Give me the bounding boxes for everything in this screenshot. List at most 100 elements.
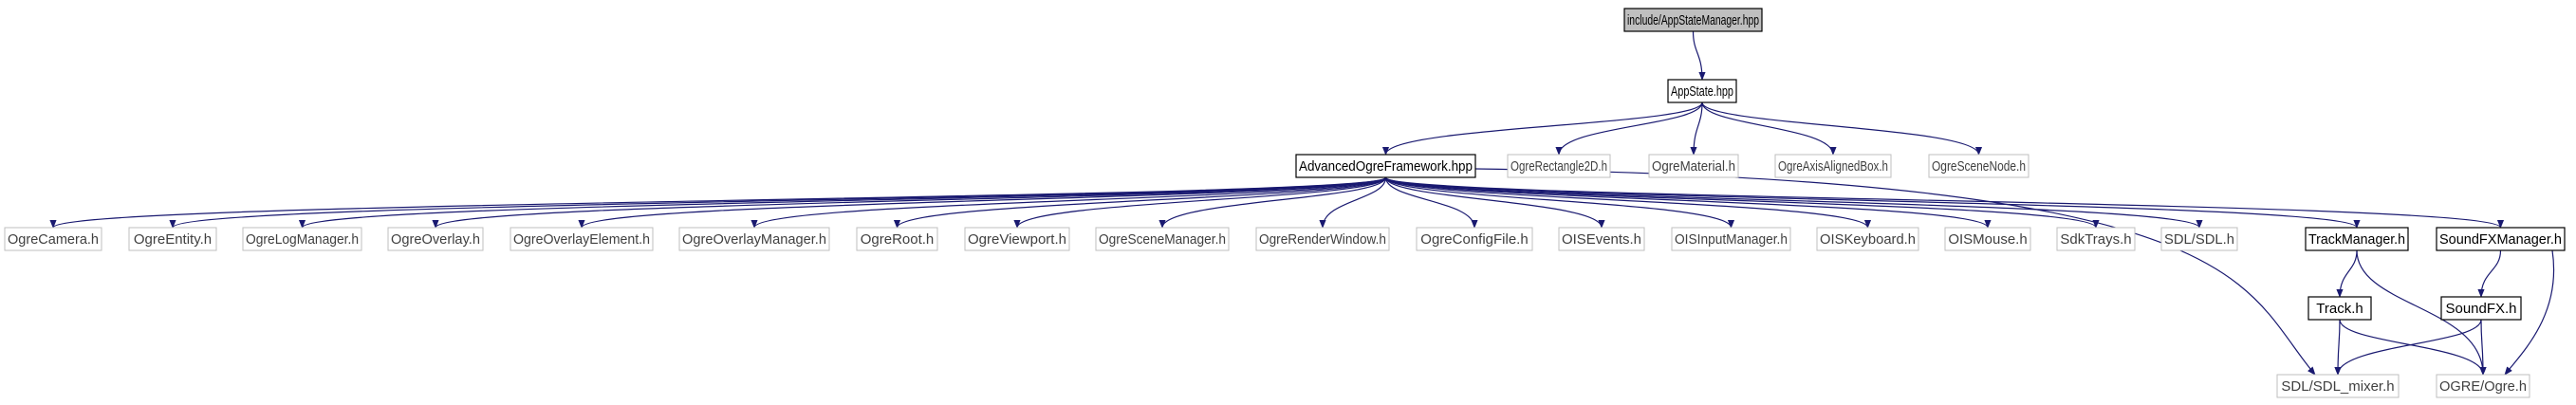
edge-appstate-to-ogreaxisalignedbox: [1701, 101, 1837, 156]
node-ogrescenenode: OgreSceneNode.h: [1928, 154, 2029, 178]
node-label: OgreLogManager.h: [246, 231, 359, 248]
node-oisevents: OISEvents.h: [1558, 227, 1645, 251]
node-soundfx[interactable]: SoundFX.h: [2440, 296, 2522, 321]
node-ogreaxisalignedbox: OgreAxisAlignedBox.h: [1774, 154, 1892, 178]
edge-framework-to-ogrescenemanager: [1158, 176, 1387, 229]
node-label: OgreRenderWindow.h: [1259, 231, 1386, 248]
node-label: OgreRectangle2D.h: [1510, 158, 1607, 175]
node-ogreentity: OgreEntity.h: [128, 227, 217, 251]
node-ogreoverlaymanager: OgreOverlayManager.h: [678, 227, 830, 251]
node-label: OgreOverlay.h: [391, 231, 480, 248]
node-label: OGRE/Ogre.h: [2439, 378, 2527, 395]
node-label: SDL/SDL_mixer.h: [2281, 378, 2394, 395]
node-box: [1623, 8, 1763, 32]
edge-framework-to-oismouse: [1384, 176, 1992, 229]
node-label: OgreConfigFile.h: [1420, 231, 1528, 248]
edge-appstatemanager-to-appstate: [1692, 30, 1706, 81]
edge-framework-to-ogreroot: [894, 176, 1387, 229]
node-box: [1416, 227, 1533, 251]
edge-framework-to-ogreoverlay: [432, 176, 1387, 229]
node-box: [387, 227, 484, 251]
node-box: [1944, 227, 2031, 251]
node-appstate[interactable]: AppState.hpp: [1667, 79, 1737, 103]
node-box: [2160, 227, 2238, 251]
node-ogreoverlayelement: OgreOverlayElement.h: [510, 227, 654, 251]
node-label: OgreViewport.h: [968, 231, 1066, 248]
node-appstatemanager[interactable]: include/AppStateManager.hpp: [1623, 8, 1763, 32]
node-label: OgreMaterial.h: [1652, 158, 1735, 175]
node-box: [964, 227, 1070, 251]
edge-soundfxmanager-to-soundfx: [2477, 249, 2502, 298]
node-label: OgreAxisAlignedBox.h: [1778, 158, 1888, 175]
edges-layer: [49, 30, 2555, 376]
node-box: [1095, 227, 1230, 251]
node-box: [2307, 296, 2372, 321]
node-label: OgreEntity.h: [134, 231, 212, 248]
node-box: [1774, 154, 1892, 178]
node-label: OgreSceneNode.h: [1932, 158, 2026, 175]
edge-framework-to-sdlmixer: [1474, 168, 2316, 376]
node-label: SoundFX.h: [2445, 301, 2516, 317]
node-label: OISKeyboard.h: [1820, 231, 1916, 248]
edge-framework-to-ogreoverlayelement: [578, 176, 1387, 229]
node-label: OgreSceneManager.h: [1099, 231, 1226, 248]
node-ogreoverlay: OgreOverlay.h: [387, 227, 484, 251]
edge-track-to-sdlmixer: [2334, 319, 2342, 376]
node-box: [678, 227, 830, 251]
node-box: [1558, 227, 1645, 251]
node-box: [2276, 374, 2400, 398]
node-label: SDL/SDL.h: [2164, 231, 2234, 248]
node-box: [1671, 227, 1791, 251]
node-box: [1667, 79, 1737, 103]
edge-framework-to-ogreoverlaymanager: [751, 176, 1387, 229]
node-label: OgreOverlayManager.h: [682, 231, 826, 248]
edge-framework-to-soundfxmanager: [1384, 176, 2504, 229]
edge-framework-to-ogreconfigfile: [1384, 176, 1478, 229]
edge-appstate-to-framework: [1381, 101, 1703, 156]
edge-trackmanager-to-ogre: [2356, 249, 2487, 376]
node-framework[interactable]: AdvancedOgreFramework.hpp: [1295, 154, 1476, 178]
node-box: [1295, 154, 1476, 178]
node-soundfxmanager[interactable]: SoundFXManager.h: [2436, 227, 2566, 251]
node-box: [2436, 227, 2566, 251]
node-ogre: OGRE/Ogre.h: [2436, 374, 2530, 398]
node-box: [1648, 154, 1739, 178]
node-box: [1255, 227, 1390, 251]
edge-appstate-to-ogrescenenode: [1701, 101, 1983, 156]
edge-framework-to-ogreviewport: [1013, 176, 1387, 229]
edge-trackmanager-to-track: [2336, 249, 2358, 298]
node-box: [510, 227, 654, 251]
node-box: [2440, 296, 2522, 321]
node-ogrecamera: OgreCamera.h: [4, 227, 102, 251]
edge-appstate-to-ogrerectangle2d: [1555, 101, 1703, 156]
edge-soundfx-to-ogre: [2479, 319, 2487, 376]
node-trackmanager[interactable]: TrackManager.h: [2305, 227, 2409, 251]
node-label: SdkTrays.h: [2060, 231, 2131, 248]
edge-track-to-ogre: [2339, 319, 2487, 376]
node-label: OgreOverlayElement.h: [513, 231, 650, 248]
edge-framework-to-oiskeyboard: [1384, 176, 1871, 229]
node-box: [1928, 154, 2029, 178]
node-label: Track.h: [2316, 301, 2363, 317]
node-label: AppState.hpp: [1671, 83, 1733, 100]
edge-soundfx-to-sdlmixer: [2334, 319, 2482, 376]
node-ogrematerial: OgreMaterial.h: [1648, 154, 1739, 178]
node-box: [1816, 227, 1919, 251]
node-box: [2305, 227, 2409, 251]
edge-framework-to-oisevents: [1384, 176, 1605, 229]
node-box: [128, 227, 217, 251]
edge-appstate-to-ogrematerial: [1690, 101, 1703, 156]
node-ogrerenderwindow: OgreRenderWindow.h: [1255, 227, 1390, 251]
node-label: OISMouse.h: [1948, 231, 2027, 248]
edge-framework-to-oisinputmanager: [1384, 176, 1734, 229]
node-box: [1507, 154, 1611, 178]
edge-framework-to-trackmanager: [1384, 176, 2361, 229]
node-label: TrackManager.h: [2308, 231, 2405, 248]
node-label: include/AppStateManager.hpp: [1627, 12, 1759, 28]
node-ogreviewport: OgreViewport.h: [964, 227, 1070, 251]
edge-framework-to-ogrecamera: [49, 176, 1387, 229]
node-ogrescenemanager: OgreSceneManager.h: [1095, 227, 1230, 251]
node-track[interactable]: Track.h: [2307, 296, 2372, 321]
node-oisinputmanager: OISInputManager.h: [1671, 227, 1791, 251]
node-box: [856, 227, 938, 251]
